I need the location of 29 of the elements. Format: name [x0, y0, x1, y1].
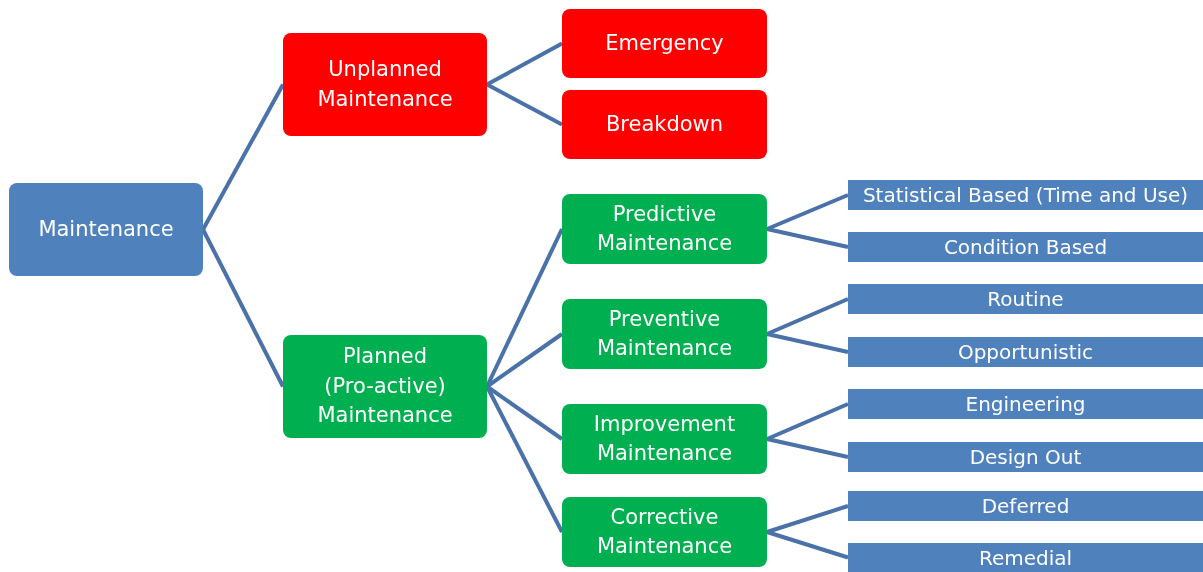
- rounded-box: Breakdown: [562, 90, 767, 159]
- rounded-box: Planned (Pro-active) Maintenance: [283, 335, 487, 438]
- rounded-box: Corrective Maintenance: [562, 497, 767, 567]
- box: Condition Based: [848, 232, 1203, 262]
- connector-line: [201, 83, 285, 231]
- box: Design Out: [848, 442, 1203, 472]
- connector-line: [486, 82, 563, 127]
- box: Engineering: [848, 389, 1203, 419]
- connector-line: [766, 402, 849, 441]
- rounded-box: Predictive Maintenance: [562, 194, 767, 264]
- connector-line: [766, 437, 849, 459]
- box: Deferred: [848, 491, 1203, 521]
- rounded-box: Unplanned Maintenance: [283, 33, 487, 136]
- connector-line: [766, 227, 849, 249]
- box: Statistical Based (Time and Use): [848, 180, 1203, 210]
- box: Opportunistic: [848, 337, 1203, 367]
- rounded-box: Preventive Maintenance: [562, 299, 767, 369]
- connector-line: [486, 41, 563, 87]
- rounded-box: Emergency: [562, 9, 767, 78]
- box: Routine: [848, 284, 1203, 314]
- connector-line: [766, 297, 849, 336]
- connector-line: [766, 332, 849, 354]
- connector-line: [766, 193, 849, 231]
- box: Remedial: [848, 543, 1203, 572]
- connector-line: [766, 530, 849, 560]
- rounded-box: Maintenance: [9, 183, 203, 276]
- connector-line: [766, 504, 849, 534]
- rounded-box: Improvement Maintenance: [562, 404, 767, 474]
- connector-line: [201, 228, 285, 388]
